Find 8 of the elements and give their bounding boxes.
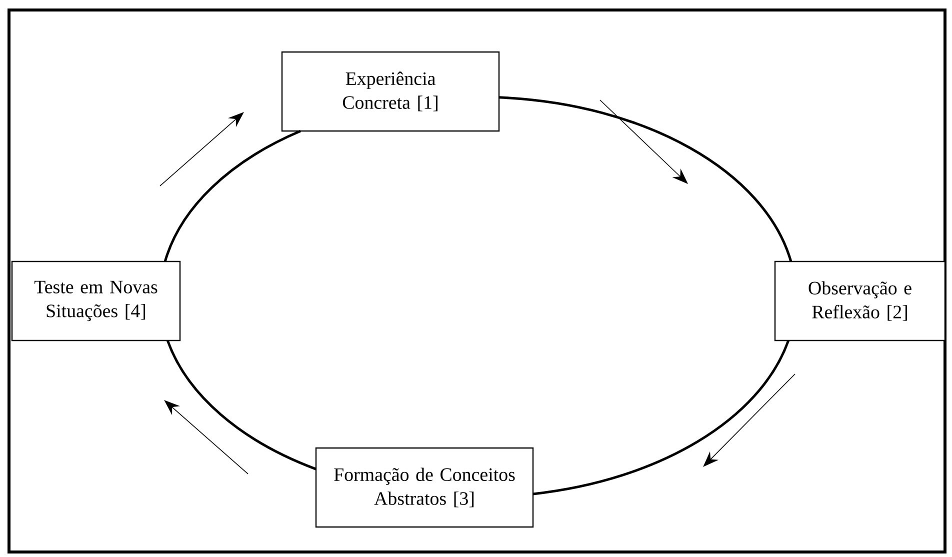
process-box: Teste em Novas Situações [4] [11,260,181,342]
process-box: Observação e Reflexão [2] [774,260,946,342]
cycle-arc [164,130,302,262]
cycle-arc [166,340,316,470]
cycle-arc [499,96,792,262]
cycle-arc [532,340,790,496]
process-box: Experiência Concreta [1] [281,51,500,132]
process-box: Formação de Conceitos Abstratos [3] [315,447,534,528]
